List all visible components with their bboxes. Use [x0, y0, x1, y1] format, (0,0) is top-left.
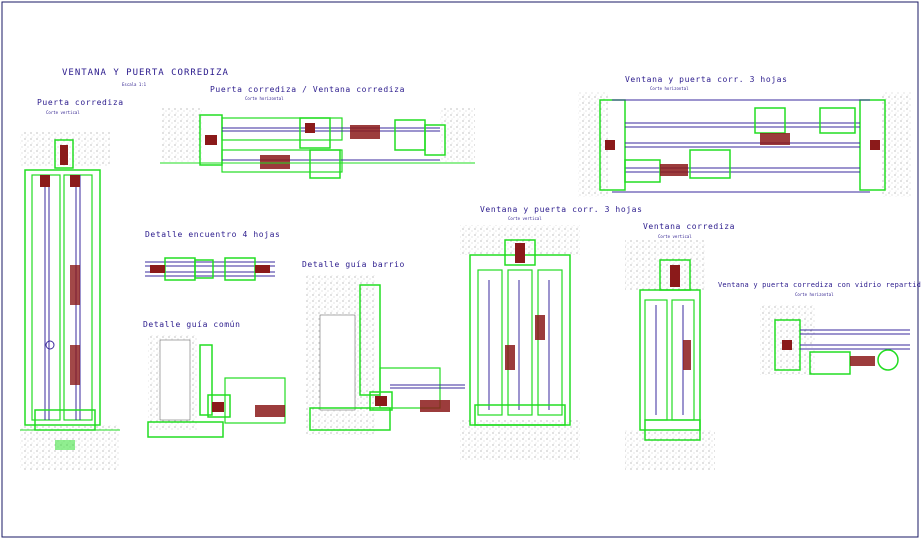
detail-vidrio-repartido-horizontal	[760, 305, 910, 375]
detail-6-title: Ventana y puerta corr. 3 hojas	[480, 205, 643, 214]
detail-4-title: Detalle encuentro 4 hojas	[145, 230, 281, 239]
detail-guia-comun	[147, 335, 286, 438]
detail-guia-barrio	[305, 275, 465, 435]
drawing-title: VENTANA Y PUERTA CORREDIZA	[62, 68, 229, 78]
detail-9-title: Detalle guía común	[143, 320, 241, 329]
detail-7-title: Ventana corrediza	[643, 222, 736, 231]
detail-puerta-ventana-horizontal	[160, 108, 475, 179]
detail-3-hojas-vertical	[460, 225, 580, 460]
detail-3-subtitle: Corte horizontal	[650, 86, 689, 91]
detail-7-subtitle: Corte vertical	[658, 234, 692, 239]
detail-8-title: Ventana y puerta corrediza con vidrio re…	[718, 281, 921, 289]
detail-3-hojas-horizontal	[578, 92, 912, 197]
detail-puerta-corrediza-vertical	[20, 132, 120, 470]
detail-1-subtitle: Corte vertical	[46, 110, 80, 115]
detail-1-title: Puerta corrediza	[37, 98, 124, 107]
drawing-scale: Escala 1:1	[122, 82, 147, 87]
detail-8-subtitle: Corte horizontal	[795, 292, 834, 297]
detail-3-title: Ventana y puerta corr. 3 hojas	[625, 75, 788, 84]
detail-6-subtitle: Corte vertical	[508, 216, 542, 221]
detail-ventana-corrediza-vertical	[625, 240, 715, 470]
detail-5-title: Detalle guía barrio	[302, 260, 405, 269]
detail-2-title: Puerta corrediza / Ventana corrediza	[210, 85, 405, 94]
detail-2-subtitle: Corte horizontal	[245, 96, 284, 101]
detail-encuentro-4-hojas	[145, 257, 275, 281]
